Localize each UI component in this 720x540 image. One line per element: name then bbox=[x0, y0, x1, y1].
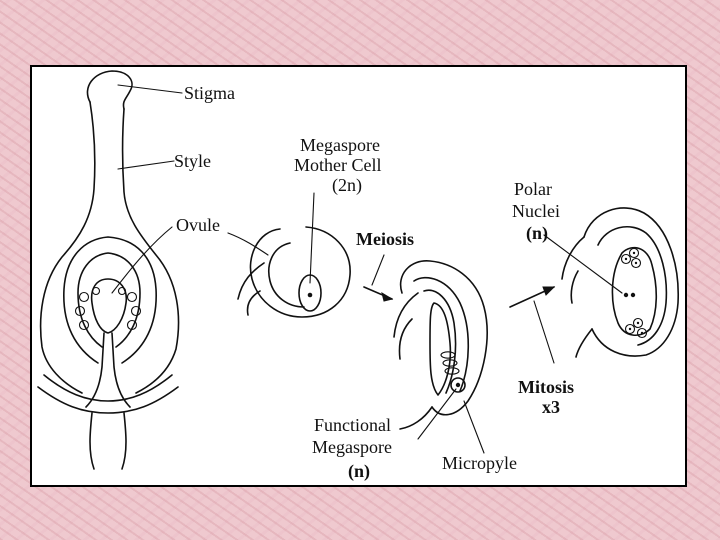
mmc-nucleus bbox=[307, 292, 313, 298]
receptacle-arcs bbox=[37, 374, 179, 414]
functional-megaspore-label-line2: Megaspore bbox=[312, 437, 392, 457]
embryo-sac-drawing bbox=[561, 207, 679, 358]
fm-funiculus bbox=[393, 292, 433, 430]
funiculus bbox=[85, 332, 131, 408]
style-leader bbox=[117, 160, 175, 170]
ovule-label: Ovule bbox=[176, 215, 220, 235]
style-outer-right bbox=[121, 108, 180, 394]
stigma-label: Stigma bbox=[184, 83, 235, 103]
style-label: Style bbox=[174, 151, 211, 171]
meiosis-arrowhead bbox=[381, 291, 394, 302]
micropyle-label: Micropyle bbox=[442, 453, 517, 473]
polar-nuclei-label-line2: Nuclei bbox=[512, 201, 560, 221]
pedicel bbox=[89, 412, 127, 470]
mitosis-arrowhead bbox=[542, 286, 556, 296]
meiosis-label: Meiosis bbox=[356, 229, 414, 249]
megaspore-mother-cell-drawing bbox=[237, 226, 351, 318]
functional-megaspore-drawing bbox=[393, 260, 488, 430]
polar-nuclei-label-line1: Polar bbox=[514, 179, 552, 199]
fm-ovule-outline bbox=[399, 260, 488, 416]
mmc-funiculus bbox=[237, 262, 265, 316]
es-funiculus bbox=[561, 236, 593, 358]
mmc-integument bbox=[268, 242, 305, 308]
mitosis-label-line1: Mitosis bbox=[518, 377, 574, 397]
polar-nucleus-2 bbox=[630, 292, 636, 298]
micropyle-leader bbox=[463, 400, 485, 454]
mmc-label-line1: Megaspore bbox=[300, 135, 380, 155]
es-ovule-outline bbox=[583, 207, 679, 357]
functional-megaspore-nucleus bbox=[455, 382, 461, 388]
ovule-body bbox=[90, 278, 128, 334]
mmc-label-line2: Mother Cell bbox=[294, 155, 382, 175]
meiosis-leader bbox=[371, 254, 385, 286]
functional-megaspore-cell bbox=[450, 377, 466, 393]
ovule-to-mmc-leader bbox=[227, 232, 269, 256]
ovule-development-diagram: Stigma Style Ovule Megaspore Mother Cell… bbox=[37, 70, 679, 482]
es-integument bbox=[597, 225, 668, 346]
pistil-drawing bbox=[37, 70, 180, 470]
embryo-sac bbox=[611, 246, 658, 336]
ovary-cavity bbox=[63, 236, 157, 364]
functional-megaspore-leader bbox=[417, 388, 457, 440]
fm-nucellus bbox=[429, 302, 452, 396]
diagram-frame: Stigma Style Ovule Megaspore Mother Cell… bbox=[30, 65, 687, 487]
fm-outer-integument bbox=[413, 276, 470, 392]
egg-apparatus bbox=[624, 317, 648, 339]
polar-nuclei-label-line3: (n) bbox=[526, 223, 548, 244]
functional-megaspore-label-line1: Functional bbox=[314, 415, 391, 435]
fm-inner-integument bbox=[423, 289, 457, 394]
stigma-shape bbox=[86, 70, 133, 110]
ovary-inner-wall bbox=[77, 252, 141, 348]
functional-megaspore-label-line3: (n) bbox=[348, 461, 370, 482]
ovule-leader bbox=[111, 226, 173, 294]
mmc-leader bbox=[309, 192, 315, 284]
mitosis-label-line2: x3 bbox=[542, 397, 560, 417]
mmc-ovule-outline bbox=[249, 226, 351, 318]
polar-nucleus-1 bbox=[623, 292, 629, 298]
mitosis-leader bbox=[533, 300, 555, 364]
polar-nuclei-leader bbox=[543, 234, 623, 294]
style-outer-left bbox=[39, 101, 96, 394]
stigma-leader bbox=[117, 84, 183, 94]
ovule-knobs bbox=[74, 286, 142, 331]
antipodal-cells bbox=[620, 247, 642, 269]
degenerating-megaspores bbox=[440, 351, 460, 375]
mmc-label-line3: (2n) bbox=[332, 175, 362, 196]
